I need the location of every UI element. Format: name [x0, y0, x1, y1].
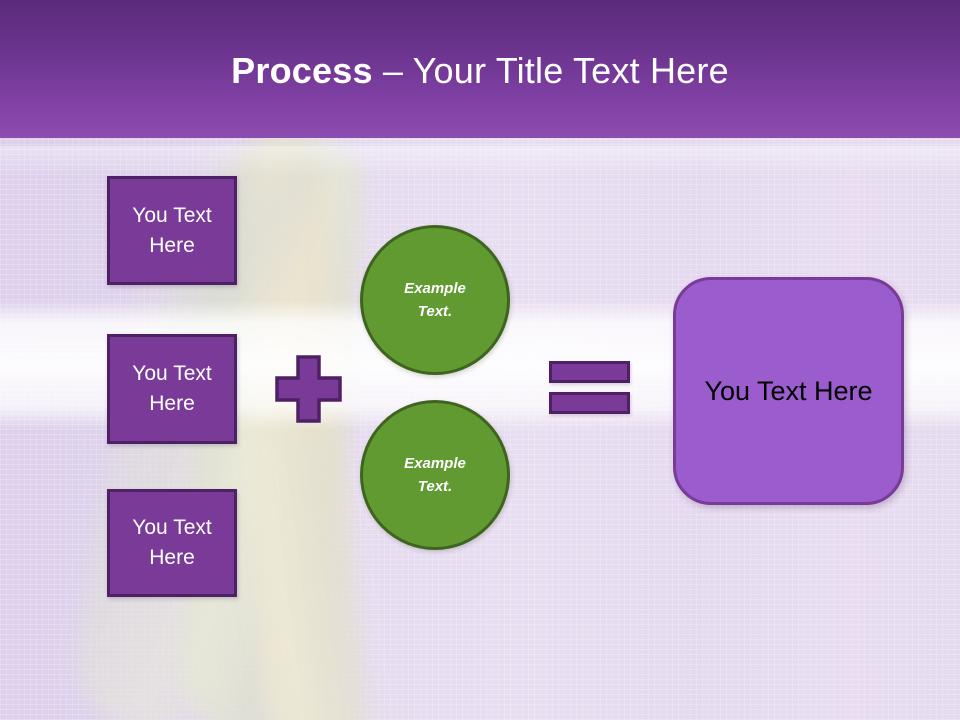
input-box-2[interactable]: You Text Here: [107, 334, 237, 444]
example-circle-1-line1: Example: [404, 279, 466, 297]
input-box-3[interactable]: You Text Here: [107, 489, 237, 597]
slide-header-bar: Process – Your Title Text Here: [0, 0, 960, 138]
example-circle-2-line1: Example: [404, 454, 466, 472]
example-circle-2-line2: Text.: [417, 478, 453, 495]
plus-icon: [275, 355, 342, 423]
example-circle-2[interactable]: Example Text.: [360, 400, 510, 550]
input-box-1[interactable]: You Text Here: [107, 176, 237, 285]
equals-icon-bar-top: [549, 361, 630, 383]
equals-icon: [549, 361, 630, 414]
result-box[interactable]: You Text Here: [673, 277, 904, 505]
page-title: Process – Your Title Text Here: [231, 51, 729, 91]
background-upper-band: [0, 146, 960, 176]
example-circle-1[interactable]: Example Text.: [360, 225, 510, 375]
page-title-bold: Process: [231, 50, 373, 92]
example-circle-1-line2: Text.: [417, 303, 453, 320]
page-title-rest: – Your Title Text Here: [372, 50, 729, 92]
equals-icon-bar-bottom: [549, 392, 630, 414]
plus-icon-svg: [275, 355, 342, 423]
